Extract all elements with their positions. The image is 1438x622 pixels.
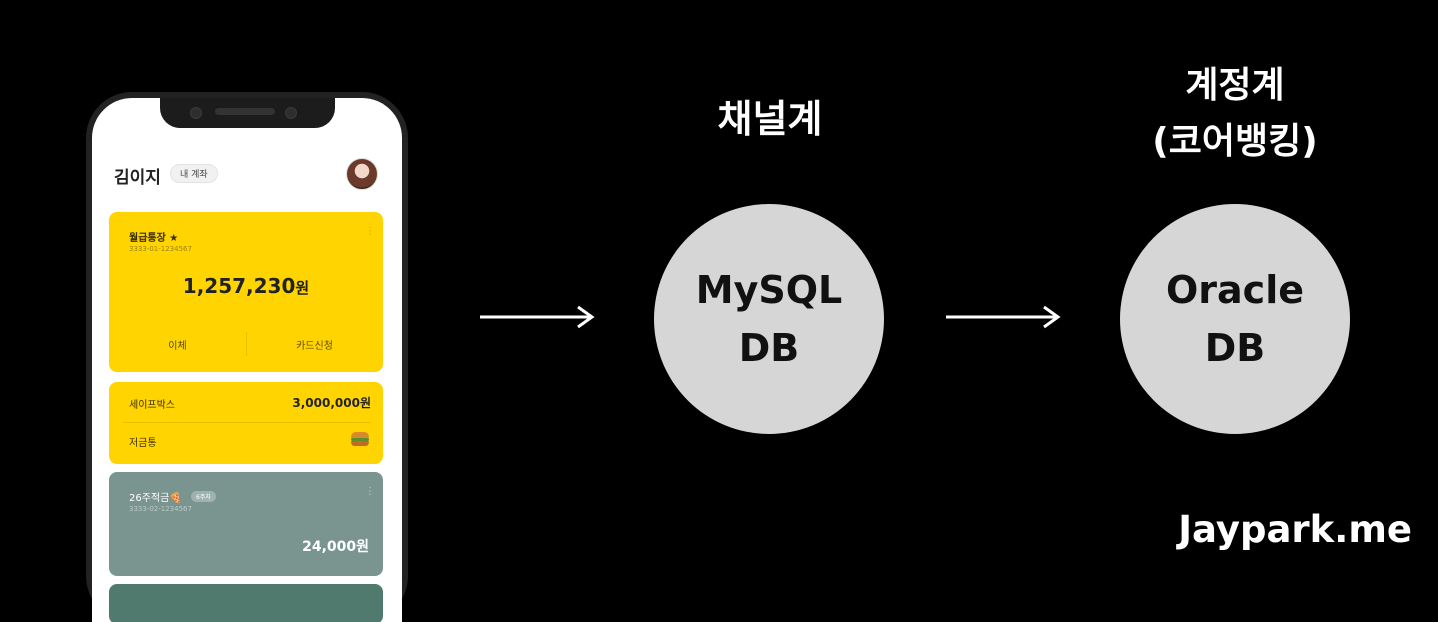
salary-account-card[interactable]: 월급통장 ★ 3333-01-1234567 ⋮ 1,257,230원 이체 카… xyxy=(109,212,383,372)
arrow-right-icon xyxy=(944,305,1062,329)
user-name: 김이지 xyxy=(114,168,161,188)
account-system-heading: 계정계 (코어뱅킹) xyxy=(1100,58,1370,170)
mysql-db-label: MySQL xyxy=(695,268,843,312)
piggy-bank-label: 저금통 xyxy=(129,438,157,449)
account-name: 월급통장 ★ xyxy=(129,233,179,244)
safebox-amount: 3,000,000원 xyxy=(292,396,371,410)
action-separator xyxy=(246,332,247,356)
account-system-title: 계정계 xyxy=(1185,65,1285,106)
oracle-db-node: Oracle DB xyxy=(1120,204,1350,434)
camera-dot xyxy=(190,107,202,119)
arrow-right-icon xyxy=(478,305,596,329)
oracle-db-sublabel: DB xyxy=(1204,326,1266,370)
savings-name: 26주적금🍕 xyxy=(129,493,182,504)
burger-icon xyxy=(351,432,369,447)
watermark: Jaypark.me xyxy=(1178,508,1412,551)
savings-number: 3333-02-1234567 xyxy=(129,505,192,513)
phone-mockup: 김이지 내 계좌 월급통장 ★ 3333-01-1234567 ⋮ 1,257,… xyxy=(86,92,408,622)
savings-week-badge: 6주차 xyxy=(191,491,216,502)
account-balance: 1,257,230원 xyxy=(109,274,383,298)
phone-screen: 김이지 내 계좌 월급통장 ★ 3333-01-1234567 ⋮ 1,257,… xyxy=(92,98,402,622)
transfer-button[interactable]: 이체 xyxy=(168,341,187,352)
more-icon[interactable]: ⋮ xyxy=(365,226,375,237)
core-banking-subtitle: (코어뱅킹) xyxy=(1152,121,1318,162)
mysql-db-sublabel: DB xyxy=(738,326,800,370)
savings-amount: 24,000원 xyxy=(302,539,369,555)
next-account-card[interactable] xyxy=(109,584,383,622)
balance-value: 1,257,230 xyxy=(182,274,296,298)
phone-notch xyxy=(160,98,335,128)
my-account-chip[interactable]: 내 계좌 xyxy=(170,164,218,183)
balance-unit: 원 xyxy=(295,279,310,297)
safebox-card[interactable]: 세이프박스 3,000,000원 저금통 xyxy=(109,382,383,464)
account-number: 3333-01-1234567 xyxy=(129,245,192,253)
card-divider xyxy=(123,422,371,423)
sensor-dot xyxy=(285,107,297,119)
channel-system-heading: 채널계 xyxy=(717,97,823,141)
safebox-name: 세이프박스 xyxy=(129,400,175,411)
card-apply-button[interactable]: 카드신청 xyxy=(296,341,333,352)
avatar[interactable] xyxy=(346,158,378,190)
speaker-grille xyxy=(215,108,275,115)
mysql-db-node: MySQL DB xyxy=(654,204,884,434)
more-icon[interactable]: ⋮ xyxy=(365,486,375,497)
savings-card[interactable]: 26주적금🍕 6주차 3333-02-1234567 ⋮ 24,000원 xyxy=(109,472,383,576)
oracle-db-label: Oracle xyxy=(1165,268,1304,312)
